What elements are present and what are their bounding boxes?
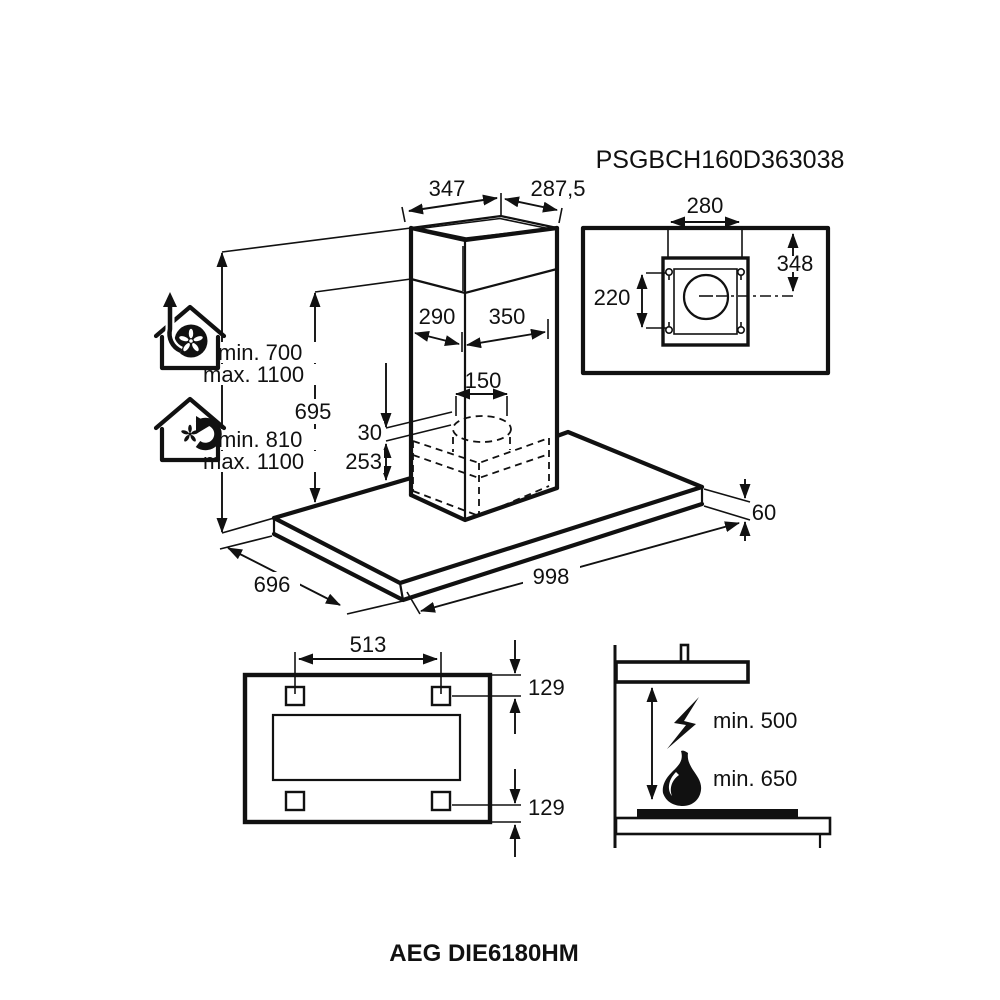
dim-513-label: 513 [350,632,387,657]
dim-350-label: 350 [489,304,526,329]
recirculation-min-label: min. 810 [218,427,302,452]
counter-outline [614,816,832,836]
bracket-view-frame [580,225,831,376]
fan-icon [181,424,199,442]
product-code-label: PSGBCH160D363038 [596,146,845,174]
dim-129-bottom-label: 129 [528,795,565,820]
extraction-min-label: min. 700 [218,340,302,365]
extraction-house-icon [153,292,227,371]
chimney-opening [419,217,549,239]
gas-clearance-label: min. 650 [713,766,797,791]
main-view-labels: 347 287,5 290 350 150 30 253 695 60 998 … [199,176,776,597]
recirculation-house-icon [153,396,227,463]
duct-outlet-circle [682,273,730,321]
mounting-top-view: 513 129 129 [242,632,565,857]
grease-filter-outline [271,713,462,782]
dim-287-label: 287,5 [530,176,585,201]
bracket-plate [661,256,750,347]
model-label: AEG DIE6180HM [389,940,578,967]
dim-695-label: 695 [295,399,332,424]
duct-hole-ellipse [452,415,512,443]
dim-696-label: 696 [254,572,291,597]
dim-129-top-label: 129 [528,675,565,700]
telescopic-joint-line [410,267,558,295]
dim-150-label: 150 [465,368,502,393]
dim-220-label: 220 [594,285,631,310]
keyhole-icons [664,267,745,334]
dim-280-label: 280 [687,193,724,218]
dim-998-label: 998 [533,564,570,589]
dim-30-label: 30 [358,420,382,445]
hob-surface [637,809,798,818]
flame-icon [662,750,702,806]
duct-spigot [452,396,512,452]
hood-side-outline [614,660,750,684]
lightning-icon [667,697,699,749]
dim-348-label: 348 [777,251,814,276]
exhaust-arrow [167,304,183,354]
chimney-duct [408,214,560,523]
dim-253-label: 253 [345,449,382,474]
dim-347-label: 347 [429,176,466,201]
electric-clearance-label: min. 500 [713,708,797,733]
ceiling-bracket-view: 280 348 220 [580,193,831,376]
dim-60-label: 60 [752,500,776,525]
dim-290-label: 290 [419,304,456,329]
recirculation-box-dashed [412,437,550,517]
hood-outline-top [242,672,493,825]
clearance-side-view: min. 500 min. 650 [613,643,832,848]
